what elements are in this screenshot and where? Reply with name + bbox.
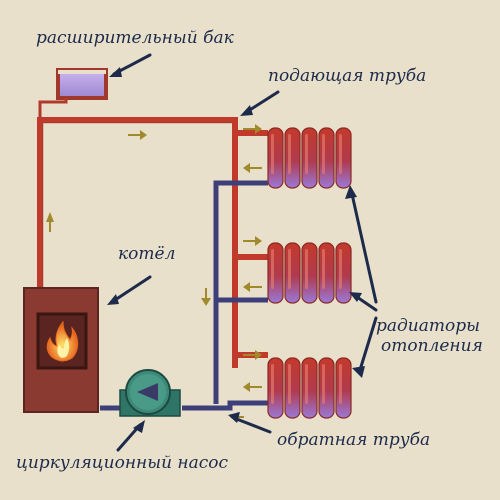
radiator-highlight bbox=[322, 249, 325, 289]
radiators bbox=[267, 127, 352, 419]
flow-arrow-rad1-in bbox=[243, 124, 262, 134]
tank-pipe bbox=[38, 98, 68, 122]
callout-return bbox=[232, 416, 272, 434]
callout-arrows bbox=[110, 53, 378, 452]
radiator-highlight bbox=[305, 249, 308, 289]
flow-arrow-right-top bbox=[128, 130, 147, 140]
radiator-section bbox=[301, 357, 318, 419]
radiator-section bbox=[267, 242, 284, 304]
label-boiler: котёл bbox=[118, 244, 176, 264]
flow-arrow-down bbox=[201, 288, 211, 306]
radiator-section bbox=[335, 242, 352, 304]
flame-icon bbox=[46, 320, 79, 362]
radiator-highlight bbox=[322, 134, 325, 174]
radiator-section bbox=[318, 357, 335, 419]
radiator-icon bbox=[267, 357, 352, 419]
flow-arrow-rad3-out bbox=[243, 382, 262, 392]
radiator-highlight bbox=[339, 249, 342, 289]
radiator-section bbox=[267, 127, 284, 189]
label-expansion-tank: расширительный бак bbox=[36, 28, 234, 48]
flow-arrow-rad3-in bbox=[243, 350, 262, 360]
label-return-pipe: обратная труба bbox=[277, 430, 431, 450]
radiator-section bbox=[335, 127, 352, 189]
label-pump: циркуляционный насос bbox=[16, 453, 229, 473]
boiler bbox=[23, 287, 99, 413]
radiator-section bbox=[318, 127, 335, 189]
radiator-section bbox=[301, 127, 318, 189]
radiator-icon bbox=[267, 242, 352, 304]
pump-icon bbox=[119, 369, 181, 417]
label-radiators-line2: отопления bbox=[381, 336, 483, 356]
radiator-highlight bbox=[339, 134, 342, 174]
callout-arrowheads bbox=[107, 67, 365, 433]
expansion-tank-icon bbox=[56, 68, 108, 100]
callout-boiler bbox=[110, 275, 152, 304]
radiator-section bbox=[267, 357, 284, 419]
radiator-highlight bbox=[271, 134, 274, 174]
label-radiators-line1: радиаторы bbox=[376, 316, 480, 336]
radiator-section bbox=[335, 357, 352, 419]
radiator-highlight bbox=[339, 364, 342, 404]
flow-arrow-rad2-in bbox=[243, 236, 262, 246]
radiator-highlight bbox=[288, 134, 291, 174]
flow-arrow-rad1-out bbox=[243, 163, 262, 173]
label-supply-pipe: подающая труба bbox=[268, 66, 427, 86]
radiator-section bbox=[301, 242, 318, 304]
radiator-highlight bbox=[271, 364, 274, 404]
radiator-highlight bbox=[322, 364, 325, 404]
callout-rad3 bbox=[358, 316, 378, 372]
radiator-highlight bbox=[271, 249, 274, 289]
radiator-highlight bbox=[305, 364, 308, 404]
radiator-highlight bbox=[288, 249, 291, 289]
callout-rad1 bbox=[350, 192, 378, 304]
return-pipe bbox=[100, 180, 268, 411]
radiator-highlight bbox=[305, 134, 308, 174]
radiator-icon bbox=[267, 127, 352, 189]
flow-arrow-up bbox=[46, 212, 54, 232]
radiator-section bbox=[318, 242, 335, 304]
radiator-section bbox=[284, 242, 301, 304]
flow-arrow-rad2-out bbox=[243, 282, 262, 292]
radiator-section bbox=[284, 127, 301, 189]
radiator-section bbox=[284, 357, 301, 419]
radiator-highlight bbox=[288, 364, 291, 404]
